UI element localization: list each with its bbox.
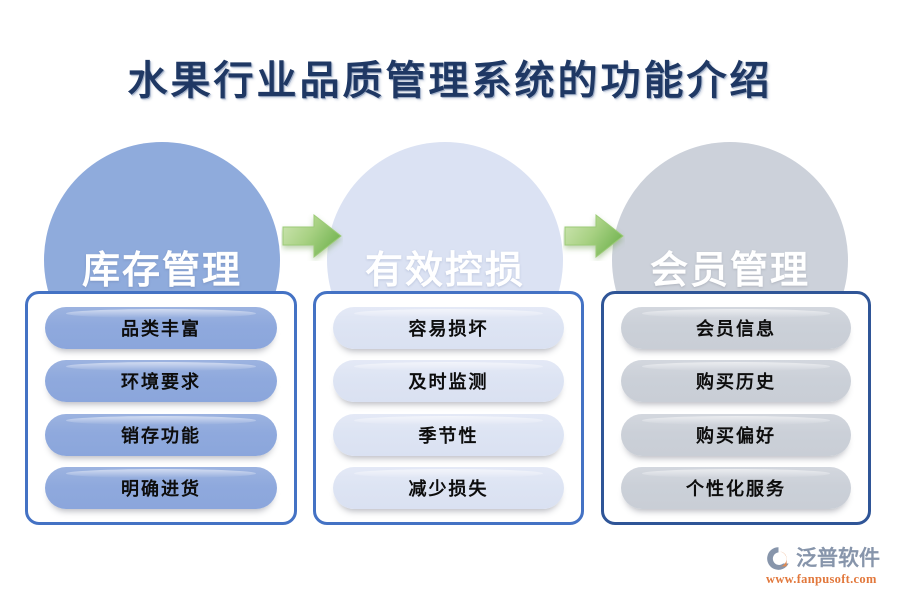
stage-panel-loss-control: 容易损坏 及时监测 季节性 减少损失 [313, 291, 584, 525]
page-title: 水果行业品质管理系统的功能介绍 [127, 58, 773, 103]
brand-logo-row: 泛普软件 [766, 546, 888, 571]
brand-name: 泛普软件 [796, 547, 880, 570]
feature-pill[interactable]: 减少损失 [333, 466, 564, 509]
feature-pill[interactable]: 销存功能 [45, 413, 277, 456]
feature-pill[interactable]: 购买历史 [621, 360, 851, 403]
brand-url: www.fanpusoft.com [766, 572, 877, 586]
green-right-arrow-icon [563, 211, 625, 261]
feature-pill[interactable]: 环境要求 [45, 360, 277, 403]
feature-pill[interactable]: 会员信息 [621, 307, 851, 349]
stage-panel-membership: 会员信息 购买历史 购买偏好 个性化服务 [601, 291, 871, 525]
feature-pill[interactable]: 及时监测 [333, 360, 564, 403]
feature-pill[interactable]: 容易损坏 [333, 307, 564, 349]
green-right-arrow-icon [281, 211, 343, 261]
fanpu-logo-icon [766, 546, 791, 571]
brand-logo[interactable]: 泛普软件 www.fanpusoft.com [766, 546, 888, 590]
feature-pill[interactable]: 品类丰富 [45, 307, 277, 349]
stage-circle-label: 会员管理 [649, 249, 810, 292]
stage-circle-label: 有效控损 [364, 249, 525, 292]
feature-pill[interactable]: 季节性 [333, 413, 564, 456]
feature-pill[interactable]: 个性化服务 [621, 466, 851, 509]
feature-pill[interactable]: 明确进货 [45, 466, 277, 509]
stage-panel-inventory: 品类丰富 环境要求 销存功能 明确进货 [25, 291, 297, 525]
stage-circle-label: 库存管理 [81, 249, 242, 292]
feature-pill[interactable]: 购买偏好 [621, 413, 851, 456]
